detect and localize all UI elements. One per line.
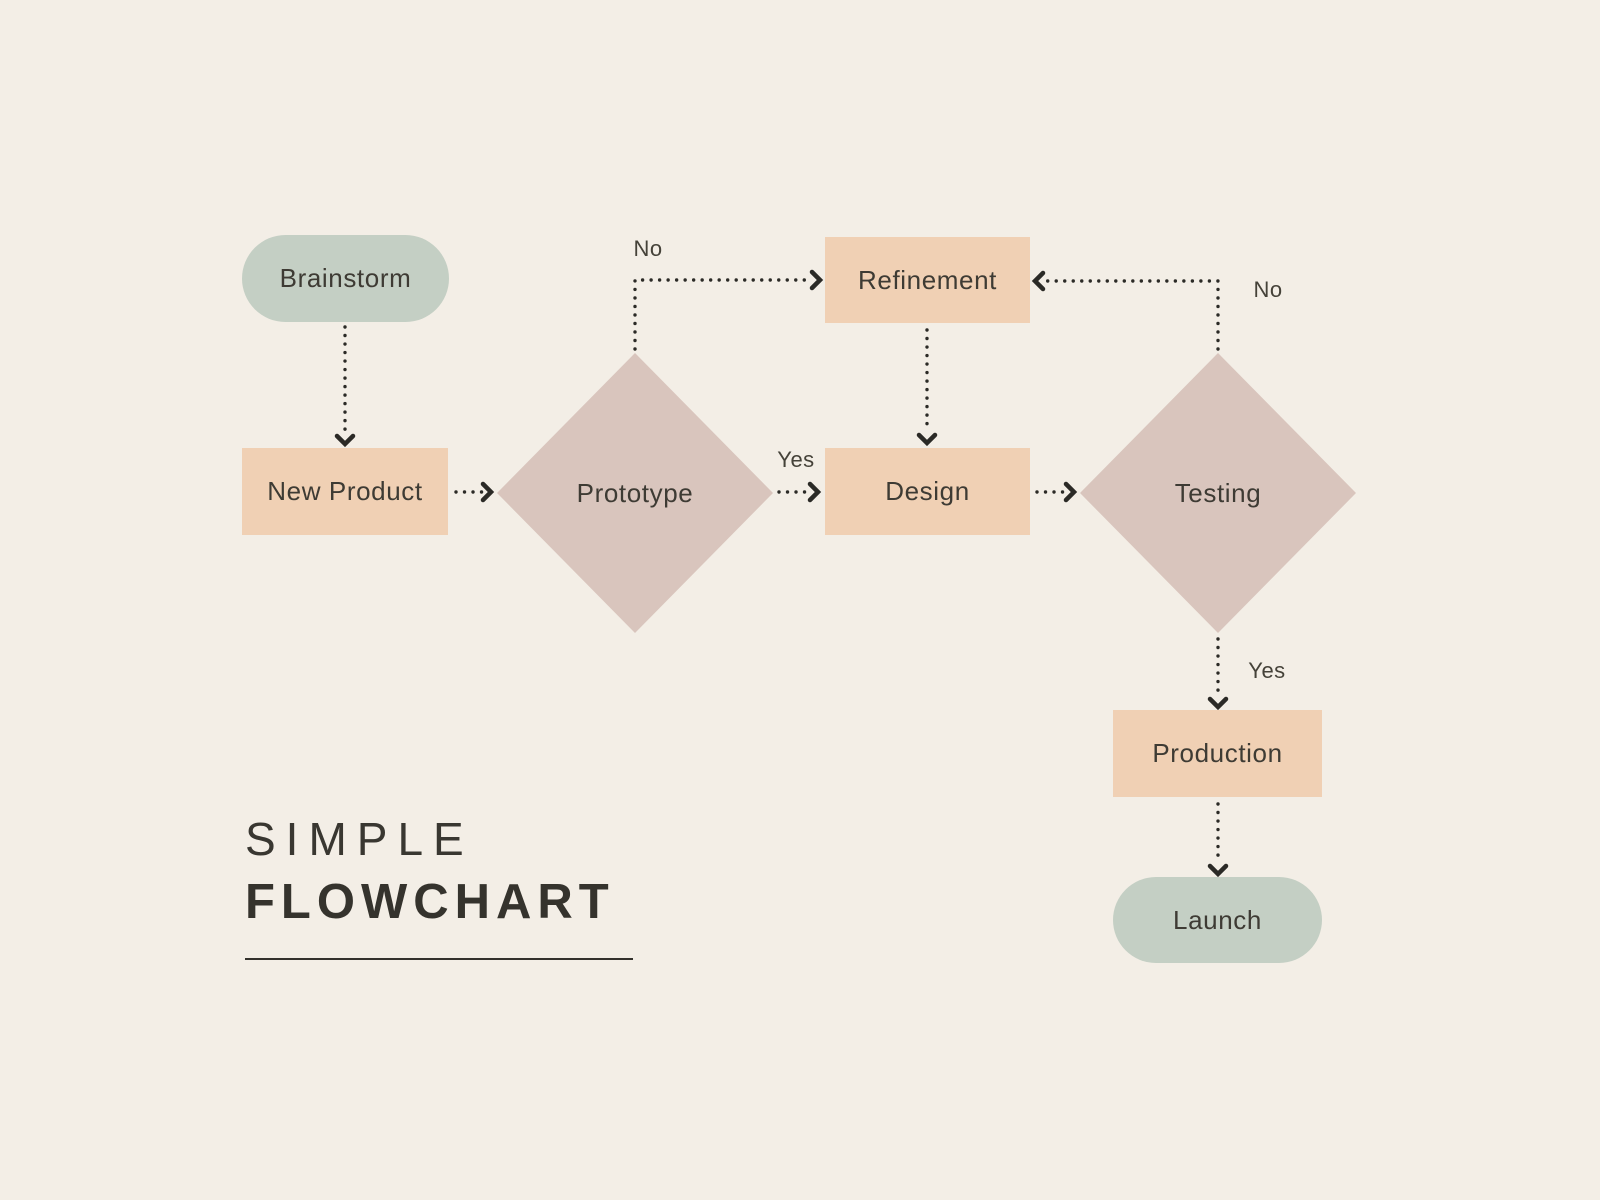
edge-refinement-to-design: [916, 328, 938, 447]
node-design-label: Design: [885, 476, 970, 506]
node-new-product-label: New Product: [267, 476, 423, 506]
edge-label-prototype-yes: Yes: [777, 447, 815, 472]
edge-production-to-launch: [1207, 802, 1229, 878]
page-title-line1: SIMPLE: [245, 813, 474, 865]
edge-design-to-testing: [1035, 481, 1078, 503]
node-refinement-label: Refinement: [858, 264, 997, 295]
node-new-product: New Product: [242, 448, 448, 535]
node-design: Design: [825, 448, 1030, 535]
edge-label-testing-no: No: [1253, 277, 1283, 302]
node-refinement: Refinement: [825, 237, 1030, 323]
edge-label-testing-yes: Yes: [1248, 658, 1286, 683]
node-production-label: Production: [1152, 738, 1283, 768]
node-launch-label: Launch: [1173, 904, 1262, 935]
edge-brainstorm-to-newproduct: [334, 325, 356, 448]
title-underline: [245, 957, 633, 960]
edge-prototype-no-to-refinement: [633, 269, 824, 351]
node-testing-label: Testing: [1174, 477, 1262, 508]
edge-testing-yes-to-production: [1207, 637, 1229, 711]
page-title-line2: FLOWCHART: [245, 875, 615, 930]
node-brainstorm-label: Brainstorm: [279, 263, 412, 293]
node-prototype-label: Prototype: [576, 477, 694, 508]
edge-label-prototype-no: No: [633, 236, 663, 261]
node-launch: Launch: [1113, 877, 1322, 963]
title-block: SIMPLE FLOWCHART: [245, 812, 665, 960]
node-brainstorm: Brainstorm: [242, 235, 449, 322]
edge-newproduct-to-prototype: [454, 481, 495, 503]
edge-testing-no-to-refinement: [1031, 270, 1220, 351]
node-production: Production: [1113, 710, 1322, 797]
edge-prototype-yes-to-design: [777, 481, 822, 503]
